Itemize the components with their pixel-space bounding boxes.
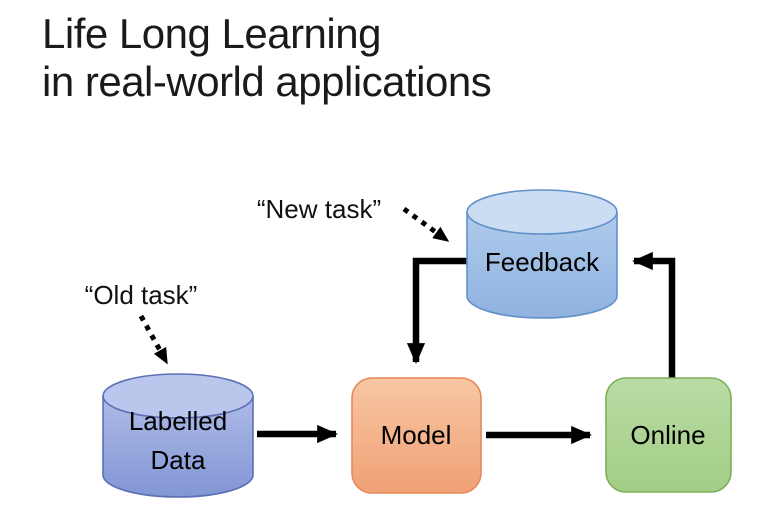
new-task-annotation: “New task” xyxy=(257,194,381,224)
slide-title: Life Long Learning in real-world applica… xyxy=(42,10,492,106)
slide-title-line2: in real-world applications xyxy=(42,58,492,105)
dotted-arrows xyxy=(138,206,450,365)
labelled-data-label-line2: Data xyxy=(151,445,206,475)
model-label: Model xyxy=(381,420,452,450)
feedback-cylinder-body xyxy=(466,212,618,319)
arrow-feedback-to-model xyxy=(406,257,467,364)
online-label: Online xyxy=(630,420,705,450)
feedback-label: Feedback xyxy=(485,247,600,277)
arrow-new-task-to-feedback xyxy=(402,206,450,244)
labelled-data-cylinder xyxy=(102,373,254,498)
feedback-cylinder-cap xyxy=(466,189,618,235)
solid-arrows xyxy=(257,251,676,445)
arrow-old-task-to-labelled-data xyxy=(138,314,170,365)
online-box xyxy=(605,377,732,493)
old-task-annotation: “Old task” xyxy=(85,280,198,310)
model-box xyxy=(351,377,482,494)
labelled-data-cylinder-cap xyxy=(102,373,254,419)
labelled-data-label-line1: Labelled xyxy=(129,406,227,436)
labelled-data-cylinder-body xyxy=(102,396,254,498)
feedback-cylinder xyxy=(466,189,618,319)
slide-title-line1: Life Long Learning xyxy=(42,10,381,57)
arrow-online-to-feedback xyxy=(632,251,676,378)
